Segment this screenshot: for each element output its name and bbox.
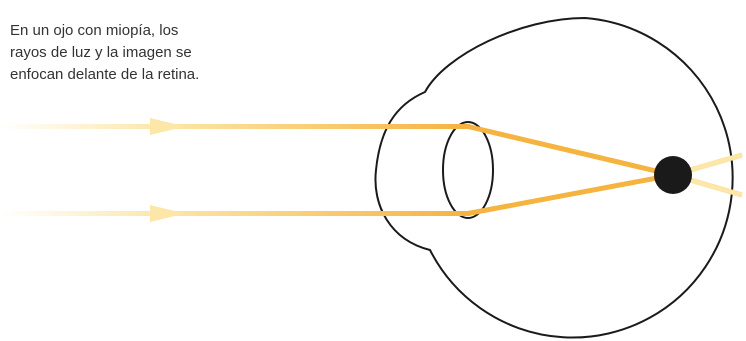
ray-top-diverging [690, 180, 742, 195]
ray-top-incoming [0, 124, 470, 129]
focal-point [654, 156, 692, 194]
ray-bottom-diverging [690, 155, 742, 170]
ray-top-arrowhead [150, 118, 185, 135]
lens [443, 122, 493, 218]
ray-bottom-arrowhead [150, 205, 185, 222]
ray-bottom-incoming [0, 211, 470, 216]
